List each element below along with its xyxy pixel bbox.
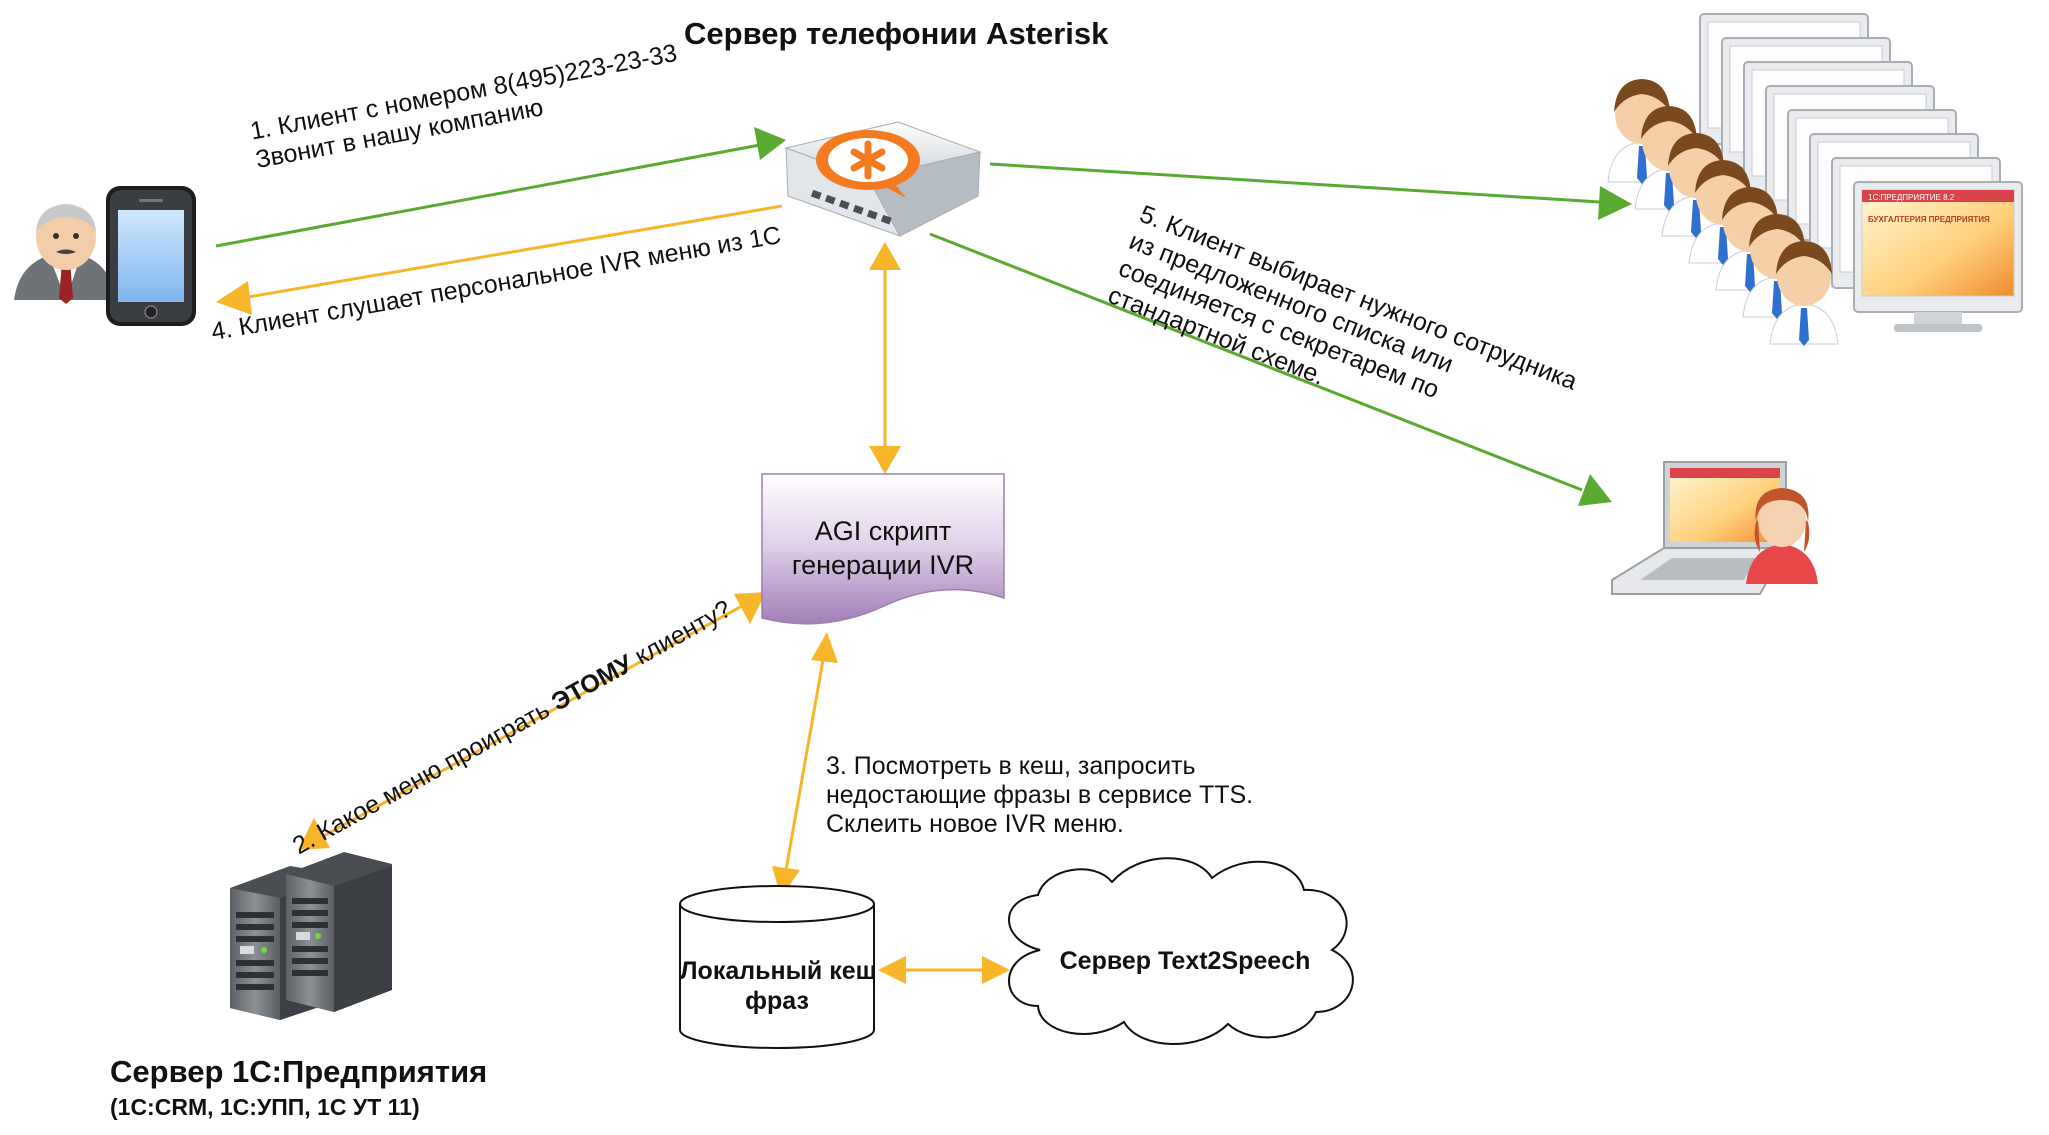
arrow-step4-head	[216, 281, 252, 315]
arrow-step1	[215, 143, 761, 248]
arrow-asterisk-agi-bottom	[869, 446, 901, 474]
mobile-phone-icon	[106, 186, 196, 326]
arrow-cache-tts-left	[878, 956, 906, 984]
arrow-step3-head-top	[811, 632, 838, 663]
arrow-to-employees	[989, 162, 1601, 204]
agi-label: AGI скрипт генерации IVR	[762, 514, 1004, 582]
page-title: Сервер телефонии Asterisk	[684, 16, 1109, 51]
arrow-step4	[247, 204, 783, 299]
employee-person-icon	[1769, 241, 1839, 346]
monitor-app-name: 1С:ПРЕДПРИЯТИЕ 8.2	[1868, 193, 1955, 202]
client-person-icon	[14, 204, 116, 304]
asterisk-server-icon	[784, 121, 982, 237]
step3-line1: 3. Посмотреть в кеш, запросить	[826, 752, 1196, 780]
agi-line2: генерации IVR	[791, 550, 975, 580]
cache-line2: фраз	[745, 987, 809, 1015]
agi-script-document	[761, 473, 1005, 625]
agi-line1: AGI скрипт	[814, 516, 952, 546]
connectors	[215, 127, 1632, 984]
arrow-step2	[319, 604, 743, 840]
arrow-cache-tts-right	[982, 956, 1010, 984]
local-cache-cylinder	[679, 885, 875, 1049]
cache-line1: Локальный кеш	[680, 957, 877, 985]
monitor-app-banner: БУХГАЛТЕРИЯ ПРЕДПРИЯТИЯ	[1868, 215, 1990, 224]
arrow-step2-head-top	[734, 592, 766, 624]
arrow-step1-head	[754, 127, 786, 160]
arrow-step5-head	[1578, 474, 1612, 506]
tts-label: Сервер Text2Speech	[1059, 947, 1311, 975]
step3-label: 3. Посмотреть в кеш, запросить недостающ…	[826, 752, 1253, 839]
ethernet-ports	[810, 189, 892, 225]
rack-drive-slots	[236, 898, 328, 990]
server-1c-subtitle: (1С:CRM, 1С:УПП, 1С УТ 11)	[110, 1094, 420, 1120]
arrow-asterisk-agi-top	[869, 242, 901, 270]
arrow-step5	[929, 232, 1583, 492]
step3-line2: недостающие фразы в сервисе TTS.	[826, 781, 1254, 809]
arrow-step3	[784, 659, 825, 871]
arrow-to-employees-head	[1598, 186, 1632, 220]
cache-label: Локальный кеш фраз	[680, 956, 877, 1016]
server-1c-title: Сервер 1С:Предприятия	[110, 1054, 488, 1089]
secretary-laptop-icon	[1611, 461, 1818, 595]
step3-line3: Склеить новое IVR меню.	[826, 810, 1124, 838]
tts-cloud	[1008, 857, 1354, 1045]
server-1c-icon	[230, 852, 392, 1020]
arrow-step2-head-bottom	[298, 818, 330, 850]
asterisk-symbol-icon	[850, 140, 886, 180]
